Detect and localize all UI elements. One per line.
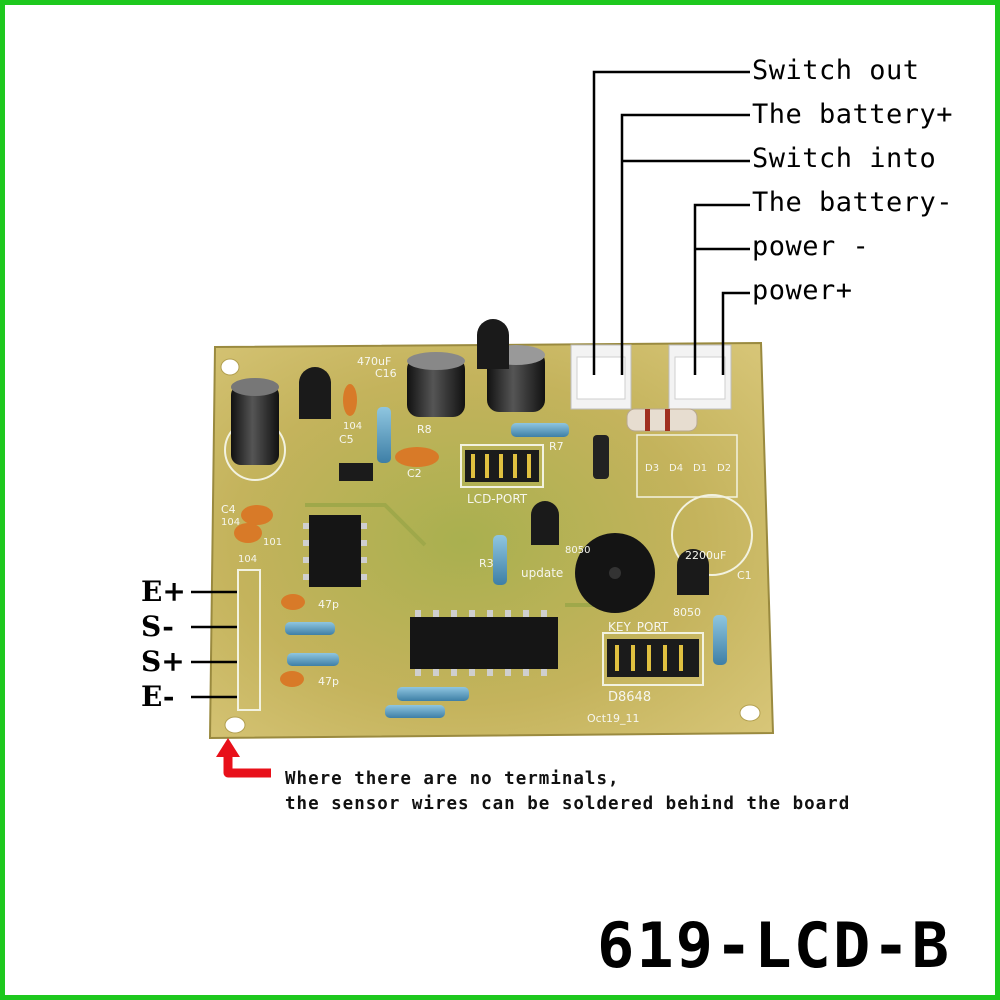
cap-2200-text: 2200uF (685, 549, 726, 562)
c16-text: C16 (375, 367, 397, 380)
transistor-top-left (299, 367, 331, 419)
pcb-photo: LCD-PORT KEY_PORT D8648 Oct19_11 update … (191, 70, 775, 778)
label-battery-minus: The battery- (752, 187, 954, 218)
lcd-port-text: LCD-PORT (467, 492, 528, 506)
switch-connector (570, 344, 632, 410)
t8050b-text: 8050 (565, 545, 590, 556)
code101-text: 101 (263, 537, 282, 548)
code104-text: 104 (343, 421, 362, 432)
label-power-plus: power+ (752, 275, 853, 306)
d3-text: D3 (645, 463, 659, 474)
ic-8pin (303, 515, 367, 587)
label-e-plus: E+ (141, 575, 186, 608)
label-s-minus: S- (141, 610, 174, 643)
c5-text: C5 (339, 433, 354, 446)
buzzer (575, 533, 655, 613)
power-connector (668, 344, 732, 410)
c2-text: C2 (407, 467, 422, 480)
label-e-minus: E- (141, 680, 175, 713)
capacitor-large-left (231, 378, 279, 465)
label-switch-out: Switch out (752, 55, 920, 86)
leader-lines (592, 70, 750, 375)
p47b-text: 47p (318, 675, 339, 688)
small-header (339, 463, 373, 481)
note-line-1: Where there are no terminals, (285, 769, 620, 789)
transistor-8050-right (677, 549, 709, 595)
r8-text: R8 (417, 423, 432, 436)
key-port-text: KEY_PORT (608, 620, 669, 634)
d4-text: D4 (669, 463, 683, 474)
date-text: Oct19_11 (587, 712, 640, 725)
r3-text: R3 (479, 557, 494, 570)
code104c-text: 104 (238, 554, 257, 565)
d1-text: D1 (693, 463, 707, 474)
ceramic-capacitors (234, 384, 439, 687)
label-power-minus: power - (752, 231, 870, 262)
cap-470-text: 470uF (357, 355, 391, 368)
c1-text: C1 (737, 569, 752, 582)
resistors (285, 407, 727, 718)
label-switch-into: Switch into (752, 143, 937, 174)
lcd-port-header (465, 450, 539, 482)
transistor-top-middle (477, 319, 509, 369)
red-arrow-icon (216, 738, 271, 778)
code104b-text: 104 (221, 517, 240, 528)
model-name: 619-LCD-B (597, 909, 951, 982)
note-line-2: the sensor wires can be soldered behind … (285, 794, 851, 814)
terminal-lines (191, 590, 237, 699)
r7-text: R7 (549, 440, 564, 453)
board-silkscreen: LCD-PORT KEY_PORT D8648 Oct19_11 update … (221, 355, 752, 725)
capacitor-470uf (407, 352, 465, 417)
ic-16pin (410, 610, 558, 676)
label-battery-plus: The battery+ (752, 99, 954, 130)
d2-text: D2 (717, 463, 731, 474)
label-s-plus: S+ (141, 645, 185, 678)
p47a-text: 47p (318, 598, 339, 611)
transistor-8050 (531, 501, 559, 545)
t8050-text: 8050 (673, 606, 701, 619)
update-text: update (521, 566, 563, 580)
chip-text: D8648 (608, 690, 651, 705)
c4-text: C4 (221, 503, 236, 516)
key-port-header (607, 639, 699, 677)
